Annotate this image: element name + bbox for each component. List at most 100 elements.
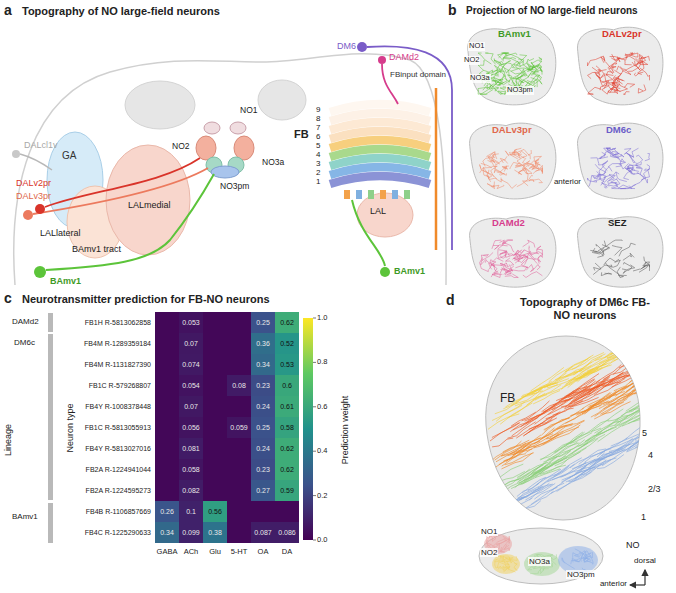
neurite — [527, 59, 534, 63]
neurite — [614, 148, 624, 157]
lineage-name: BAmv1 — [394, 266, 425, 276]
neurite — [633, 265, 647, 271]
layer-number: 2/3 — [648, 484, 661, 494]
neurite — [528, 150, 531, 159]
neurite — [629, 391, 657, 412]
neurite — [529, 67, 539, 76]
neurite — [562, 558, 575, 569]
cell-value: 0.24 — [256, 402, 270, 410]
neurite — [620, 185, 636, 189]
region-name: LAL — [370, 206, 386, 216]
cell-value: 0.056 — [182, 423, 200, 431]
neurite — [535, 160, 539, 166]
neurite — [526, 265, 533, 272]
neurite — [588, 72, 601, 78]
hemisphere-outline — [577, 217, 662, 287]
panel-letter: b — [448, 2, 457, 18]
neuron-tracts — [20, 46, 452, 270]
region-name: FBinput domain — [390, 70, 446, 79]
cell-value: 0.23 — [256, 381, 270, 389]
neurite — [605, 440, 634, 454]
neurite — [608, 175, 615, 181]
heatmap-cell — [251, 333, 275, 354]
neurite — [625, 84, 635, 88]
neurite — [619, 353, 645, 368]
axis-title: Lineage — [3, 424, 13, 456]
lineage-name: BAmv1 — [50, 276, 81, 286]
neurite — [645, 171, 649, 183]
neurite — [610, 331, 648, 354]
layer-number: 2 — [316, 168, 320, 177]
tract-name: BAmv1 tract — [72, 244, 121, 254]
cell-value: 0.36 — [256, 339, 270, 347]
axis-label: anterior — [553, 177, 582, 186]
neurite — [523, 158, 529, 167]
axis-title: Neuron type — [65, 403, 75, 452]
heatmap-cell — [179, 354, 203, 375]
neurite — [574, 549, 581, 558]
neurite — [601, 438, 632, 455]
cell-value: 0.58 — [280, 423, 294, 431]
tick-label: 0.6 — [317, 402, 327, 411]
cell-value: 0.62 — [280, 318, 294, 326]
neurite — [518, 465, 543, 481]
row-label: FB1C R-579268807 — [89, 381, 151, 389]
heatmap-cell — [251, 480, 275, 501]
heatmap-cell — [227, 459, 251, 480]
neurite — [546, 427, 579, 439]
neurite — [634, 72, 643, 76]
fb-neurites — [488, 312, 674, 514]
heatmap-cell — [155, 522, 179, 543]
lineage-name: DALv2pr — [602, 29, 642, 40]
cell-value: 0.52 — [280, 339, 294, 347]
neurite — [515, 163, 524, 169]
neurite — [496, 541, 506, 545]
neurite — [508, 422, 536, 438]
neurite — [521, 405, 554, 427]
lineage-name: DAMd2 — [389, 52, 419, 62]
neurite — [602, 85, 610, 94]
neurite — [526, 491, 554, 508]
neurite — [554, 432, 583, 453]
heatmap-cell — [203, 459, 227, 480]
heatmap-cell — [227, 354, 251, 375]
noduli: NO1NO2NO3aNO3pmNO — [476, 524, 626, 586]
heatmap-cell — [227, 417, 251, 438]
neurite — [613, 63, 617, 71]
neurite — [637, 337, 674, 356]
neurite — [534, 156, 542, 165]
neurite — [499, 250, 506, 259]
neurite — [492, 240, 501, 248]
row-label: FB2A R-1224595273 — [86, 486, 151, 494]
neurite — [553, 388, 580, 405]
neurite — [622, 375, 649, 389]
neurite — [559, 359, 588, 378]
region-name: FB — [294, 128, 309, 141]
cell-value: 0.34 — [256, 360, 270, 368]
neurite — [643, 262, 650, 271]
panel-title: Topography of NO large-field neurons — [22, 5, 220, 18]
node-shape — [478, 330, 648, 525]
neurite — [500, 251, 507, 254]
neurite — [622, 263, 632, 271]
neurite — [602, 372, 630, 386]
neurite — [485, 260, 491, 269]
neurite — [534, 264, 540, 270]
neurite — [593, 247, 609, 254]
neurite — [588, 87, 602, 94]
neurite — [499, 61, 511, 65]
neurite — [488, 414, 519, 429]
neurite — [636, 155, 643, 164]
neurite — [521, 487, 544, 498]
heatmap-cell — [251, 312, 275, 333]
lineage-name: DM6 — [337, 41, 356, 51]
neurite — [617, 409, 647, 423]
heatmap-cell — [203, 333, 227, 354]
heatmap-cell — [155, 333, 179, 354]
neurite — [532, 165, 542, 172]
neurite — [588, 175, 599, 186]
hemisphere-outline — [577, 123, 662, 199]
neurite — [629, 312, 665, 338]
neurite — [541, 418, 569, 435]
